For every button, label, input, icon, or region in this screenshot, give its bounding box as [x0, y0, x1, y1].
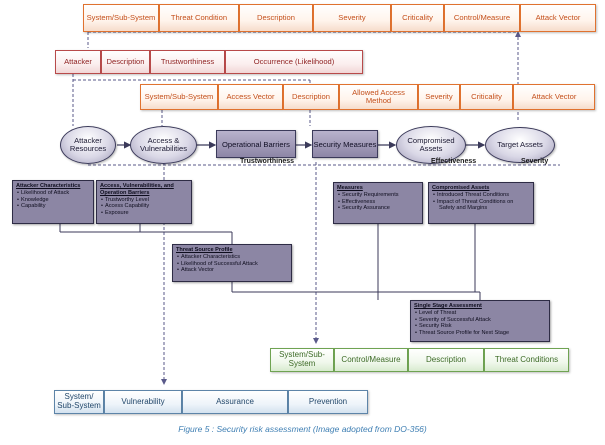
- green-row-description: Description: [408, 348, 484, 372]
- red-row-occurrence: Occurrence (Likelihood): [225, 50, 363, 74]
- green-row-control-measure: Control/Measure: [334, 348, 408, 372]
- top-row-system-subsystem: System/Sub-System: [83, 4, 159, 32]
- access-vulnerabilities-node: Access & Vulnerabilities: [130, 126, 197, 164]
- panel-item: Capability: [21, 203, 90, 210]
- panel-item: Severity of Successful Attack: [419, 317, 546, 324]
- red-row-description: Description: [101, 50, 150, 74]
- mid-row-access-vector: Access Vector: [218, 84, 283, 110]
- top-row-severity: Severity: [313, 4, 391, 32]
- panel-title: Measures: [337, 185, 363, 191]
- operational-barriers-node: Operational Barriers: [216, 130, 296, 158]
- attacker-characteristics-panel: Attacker Characteristics Likelihood of A…: [12, 180, 94, 224]
- panel-item: Impact of Threat Conditions on Safety an…: [437, 199, 530, 213]
- compromised-assets-panel: Compromised Assets Introduced Threat Con…: [428, 182, 534, 224]
- blue-row-system-subsystem: System/ Sub-System: [54, 390, 104, 414]
- panel-item: Effectiveness: [342, 199, 419, 206]
- top-row-criticality: Criticality: [391, 4, 444, 32]
- blue-row-assurance: Assurance: [182, 390, 288, 414]
- measures-panel: Measures Security Requirements Effective…: [333, 182, 423, 224]
- mid-row-allowed-access-method: Allowed Access Method: [339, 84, 418, 110]
- panel-title: Compromised Assets: [432, 185, 490, 191]
- target-assets-node: Target Assets: [485, 127, 555, 163]
- red-row-attacker: Attacker: [55, 50, 101, 74]
- top-row-threat-condition: Threat Condition: [159, 4, 239, 32]
- panel-item: Security Risk: [419, 323, 546, 330]
- single-stage-assessment-panel: Single Stage Assessment Level of Threat …: [410, 300, 550, 342]
- panel-title: Single Stage Assessment: [414, 303, 482, 309]
- trustworthiness-label: Trustworthiness: [240, 158, 295, 165]
- mid-row-description: Description: [283, 84, 339, 110]
- panel-item: Threat Source Profile for Next Stage: [419, 330, 546, 337]
- compromised-assets-node: Compromised Assets: [396, 126, 466, 164]
- access-vulnerabilities-panel: Access, Vulnerabilities, and Operation B…: [96, 180, 192, 224]
- mid-row-system-subsystem: System/Sub-System: [140, 84, 218, 110]
- threat-source-profile-panel: Threat Source Profile Attacker Character…: [172, 244, 292, 282]
- top-row-control-measure: Control/Measure: [444, 4, 520, 32]
- panel-title: Access, Vulnerabilities, and Operation B…: [100, 183, 174, 196]
- panel-item: Introduced Threat Conditions: [437, 192, 530, 199]
- panel-item: Level of Threat: [419, 310, 546, 317]
- panel-item: Exposure: [105, 210, 188, 217]
- mid-row-criticality: Criticality: [460, 84, 513, 110]
- attacker-resources-node: Attacker Resources: [60, 126, 116, 164]
- panel-item: Attack Vector: [181, 267, 288, 274]
- panel-item: Knowledge: [21, 197, 90, 204]
- panel-item: Security Assurance: [342, 205, 419, 212]
- figure-caption: Figure 5 : Security risk assessment (Ima…: [178, 424, 427, 434]
- blue-row-vulnerability: Vulnerability: [104, 390, 182, 414]
- panel-item: Security Requirements: [342, 192, 419, 199]
- mid-row-severity: Severity: [418, 84, 460, 110]
- top-row-attack-vector: Attack Vector: [520, 4, 596, 32]
- mid-row-attack-vector: Attack Vector: [513, 84, 595, 110]
- panel-item: Likelihood of Attack: [21, 190, 90, 197]
- panel-item: Likelihood of Successful Attack: [181, 261, 288, 268]
- red-row-trustworthiness: Trustworthiness: [150, 50, 225, 74]
- panel-item: Attacker Characteristics: [181, 254, 288, 261]
- top-row-description: Description: [239, 4, 313, 32]
- green-row-system-subsystem: System/Sub-System: [270, 348, 334, 372]
- severity-label: Severity: [521, 158, 549, 165]
- panel-title: Attacker Characteristics: [16, 183, 81, 189]
- green-row-threat-conditions: Threat Conditions: [484, 348, 569, 372]
- panel-title: Threat Source Profile: [176, 247, 233, 253]
- panel-item: Access Capability: [105, 203, 188, 210]
- security-measures-node: Security Measures: [312, 130, 378, 158]
- blue-row-prevention: Prevention: [288, 390, 368, 414]
- panel-item: Trustworthy Level: [105, 197, 188, 204]
- effectiveness-label: Effectiveness: [431, 158, 477, 165]
